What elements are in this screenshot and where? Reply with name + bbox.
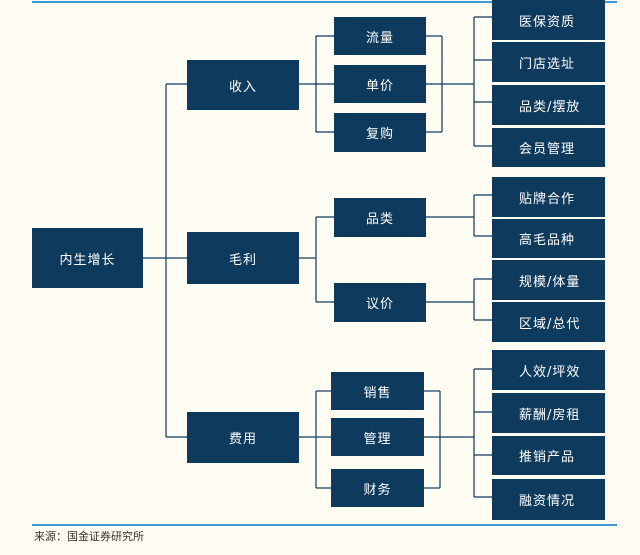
node-margin: 毛利 xyxy=(187,232,299,284)
expense-factor-2: 薪酬/房租 xyxy=(492,393,605,433)
margin-driver-category: 品类 xyxy=(334,198,426,237)
expense-driver-finance: 财务 xyxy=(331,469,424,507)
node-expense: 费用 xyxy=(187,412,299,463)
income-driver-price: 单价 xyxy=(334,65,426,103)
root-node: 内生增长 xyxy=(32,228,143,288)
income-factor-1: 医保资质 xyxy=(492,0,605,40)
bottom-rule xyxy=(32,524,617,526)
margin-factor-2: 高毛品种 xyxy=(492,219,605,258)
income-driver-traffic: 流量 xyxy=(334,17,426,55)
expense-factor-1: 人效/坪效 xyxy=(492,350,605,390)
expense-factor-3: 推销产品 xyxy=(492,436,605,475)
income-factor-2: 门店选址 xyxy=(492,42,605,82)
node-income: 收入 xyxy=(187,60,299,110)
margin-factor-3: 规模/体量 xyxy=(492,260,605,300)
expense-driver-admin: 管理 xyxy=(331,418,424,456)
income-factor-4: 会员管理 xyxy=(492,128,605,167)
source-note: 来源：国金证券研究所 xyxy=(34,530,144,543)
margin-factor-1: 贴牌合作 xyxy=(492,177,605,217)
margin-factor-4: 区域/总代 xyxy=(492,302,605,342)
expense-factor-4: 融资情况 xyxy=(492,479,605,520)
top-rule xyxy=(32,1,617,3)
expense-driver-sales: 销售 xyxy=(331,372,424,410)
income-factor-3: 品类/摆放 xyxy=(492,85,605,125)
margin-driver-bargaining: 议价 xyxy=(334,283,426,322)
income-driver-repurchase: 复购 xyxy=(334,113,426,152)
